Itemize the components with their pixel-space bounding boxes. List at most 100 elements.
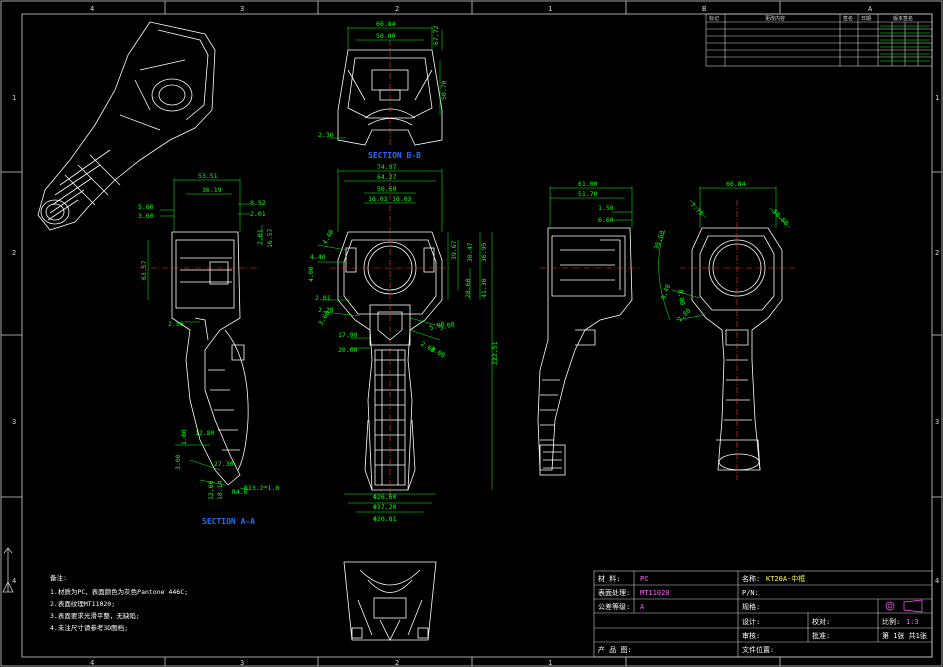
dim-aa-53-51: 53.51 <box>198 172 218 180</box>
revision-table <box>705 13 933 67</box>
dim-front-4-00: 4.00 <box>307 266 315 282</box>
dim-front-74-97: 74.97 <box>377 163 397 171</box>
tb-surface-label: 表面处理: <box>598 588 630 597</box>
dim-aa-27-30: 27.30 <box>214 460 234 468</box>
dim-aa-8-52: 8.52 <box>250 199 266 207</box>
dim-aa-3-60: 3.60 <box>138 212 154 220</box>
dim-front-16-03-b: 16.03 <box>392 195 412 203</box>
dim-aa-16-57: 16.57 <box>266 228 274 248</box>
zone-top-6: A <box>868 5 873 13</box>
tb-scale-value: 1:3 <box>906 618 919 626</box>
dim-aa-2-01: 2.01 <box>250 210 266 218</box>
dim-side-6-60: 6.60 <box>598 216 614 224</box>
dim-front-39-67: 39.67 <box>450 240 458 260</box>
title-block-text: 材 料: PC 表面处理: MT11020 公差等级: A 产 品 图: 名称:… <box>598 574 927 654</box>
revision-signature-marks <box>880 25 930 62</box>
tb-tol-label: 公差等级: <box>598 602 630 611</box>
dim-front-3-00: 3.00 <box>438 320 455 332</box>
tb-material-label: 材 料: <box>598 574 620 583</box>
dim-front-5-00: 5.00 <box>428 320 445 332</box>
zone-right-4: 4 <box>935 577 939 585</box>
dim-aa-12-80: 12.80 <box>195 429 215 437</box>
bottom-view <box>343 561 437 641</box>
note-line-2: 2.表面纹理MT11020; <box>50 599 115 608</box>
section-aa-label: SECTION A-A <box>202 517 255 526</box>
dim-front-2-20: 2.20 <box>318 306 334 314</box>
rev-header-sign: 签名 <box>843 15 853 22</box>
zone-top-2: 3 <box>240 5 244 13</box>
dim-front-17-90: 17.90 <box>338 331 358 339</box>
tb-name-label: 名称: <box>742 574 760 583</box>
revision-headers: 标记 更改内容 签名 日期 版本签名 <box>709 15 913 22</box>
zone-bottom-2: 3 <box>240 659 244 667</box>
zone-left-2: 2 <box>12 249 16 257</box>
dim-aa-63-57: 63.57 <box>140 260 148 280</box>
dim-front-dia-26: Φ26.60 <box>373 493 397 501</box>
note-line-4: 4.未注尺寸请参考3D图档; <box>50 623 128 632</box>
zone-bottom-3: 2 <box>395 659 399 667</box>
ucs-icon <box>2 547 14 593</box>
dim-bb-67-72: 67.72 <box>432 25 440 45</box>
notes-block: 备注: 1.材质为PC，表面颜色为灰色Pantone 446C; 2.表面纹理M… <box>50 573 188 632</box>
dim-front-50-60: 50.60 <box>377 185 397 193</box>
zone-top-4: 1 <box>548 5 552 13</box>
note-line-1: 1.材质为PC，表面颜色为灰色Pantone 446C; <box>50 587 188 596</box>
zone-top-1: 4 <box>90 5 94 13</box>
dim-front-4-40-b: 4.40 <box>310 253 326 261</box>
tb-sheet-value: 第 1张 共1张 <box>882 631 927 640</box>
tb-review-label: 审核: <box>742 631 760 640</box>
zone-bottom-1: 4 <box>90 659 94 667</box>
dim-front-36-95: 36.95 <box>480 242 488 262</box>
tb-design-label: 设计: <box>742 617 760 626</box>
dim-aa-1-80: 1.80 <box>180 429 188 445</box>
dim-side-1-50: 1.50 <box>598 204 614 212</box>
note-line-3: 3.表面要求光滑平整，无缺陷; <box>50 611 140 620</box>
title-block <box>593 570 933 658</box>
dim-front-30-47: 30.47 <box>466 242 474 262</box>
dim-aa-12-60: 12.60 <box>207 480 215 500</box>
dim-front-64-27: 64.27 <box>377 173 397 181</box>
dim-side-51-70: 51.70 <box>578 190 598 198</box>
rev-header-version: 版本签名 <box>893 15 913 22</box>
dim-aa-36-19: 36.19 <box>202 186 222 194</box>
isometric-view <box>37 21 216 231</box>
zone-top-5: B <box>702 5 706 13</box>
section-bb-label: SECTION B-B <box>368 151 421 160</box>
dim-front-dia-37: Φ37.20 <box>373 503 397 511</box>
tb-tol-value: A <box>640 603 645 611</box>
dim-aa-2-50: 2.50 <box>168 320 184 328</box>
zone-right-1: 1 <box>935 94 939 102</box>
tb-spec-label: 规格: <box>742 602 760 611</box>
rev-header-mark: 标记 <box>709 15 719 22</box>
zone-bottom-4: 1 <box>548 659 552 667</box>
tb-surface-value: MT11020 <box>640 589 670 597</box>
dim-back-60-84: 60.84 <box>726 180 746 188</box>
zone-right-2: 2 <box>935 249 939 257</box>
dim-bb-2-30: 2.30 <box>318 131 334 139</box>
zone-left-1: 1 <box>12 94 16 102</box>
rev-header-content: 更改内容 <box>765 15 785 22</box>
tb-approve-label: 批准: <box>812 631 830 640</box>
rev-header-date: 日期 <box>861 16 871 22</box>
dim-aa-r4: R4.0 <box>232 488 248 496</box>
tb-name-value: KT20A-中框 <box>766 574 805 583</box>
dim-aa-3-00: 3.00 <box>174 454 182 470</box>
tb-product-label: 产 品 图: <box>598 645 632 654</box>
dim-front-20-00: 20.00 <box>338 346 358 354</box>
dim-aa-7-01: 7.01 <box>256 229 264 245</box>
dim-front-2-01: 2.01 <box>315 294 331 302</box>
dim-front-dia-20: Φ20.81 <box>373 515 397 523</box>
tb-file-label: 文件位置: <box>742 645 774 654</box>
dim-side-61-00: 61.00 <box>578 180 598 188</box>
dim-aa-18-14: 18.14 <box>216 480 224 500</box>
dim-front-16-03-a: 16.03 <box>368 195 388 203</box>
tb-material-value: PC <box>640 575 648 583</box>
dim-bb-50-80: 50.80 <box>376 32 396 40</box>
zone-labels: 4 3 2 1 B A 1 2 3 4 1 2 3 4 4 3 2 1 <box>12 5 939 667</box>
dim-bb-50-70: 50.70 <box>440 80 448 100</box>
dim-bb-60-84: 60.84 <box>376 20 396 28</box>
dim-front-222-51: 222.51 <box>491 341 499 365</box>
